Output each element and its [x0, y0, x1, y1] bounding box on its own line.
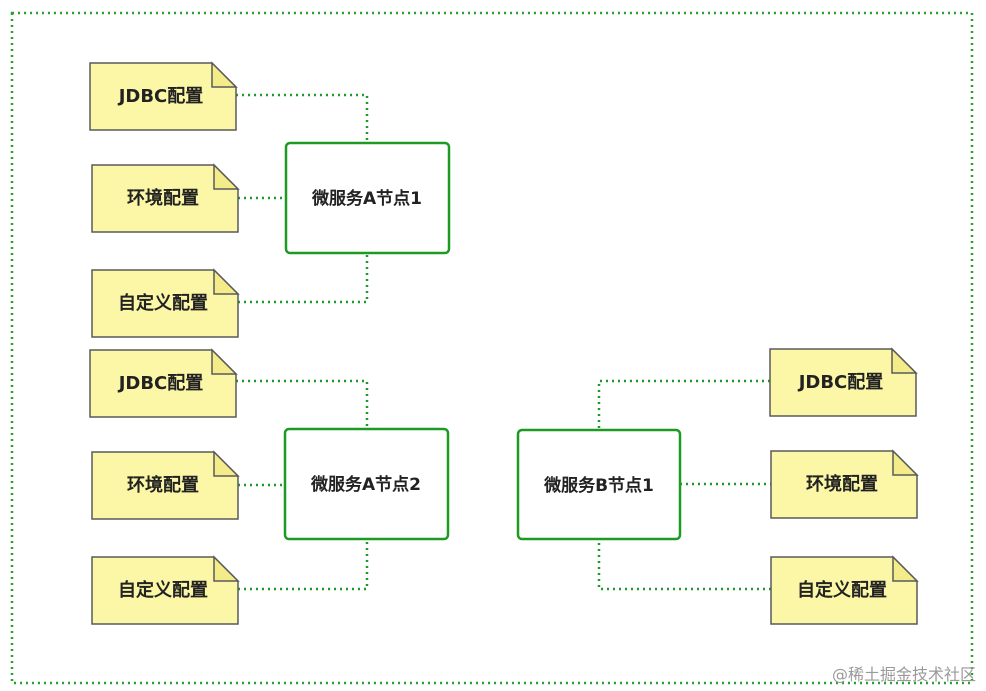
node-label: 微服务A节点1: [311, 188, 422, 209]
config-note-env: 环境配置: [770, 449, 919, 519]
config-note-label: 环境配置: [127, 474, 199, 496]
node-service-a1: 微服务A节点1: [284, 141, 451, 255]
config-note-jdbc: JDBC配置: [89, 348, 238, 418]
link-b1-jdbc: [597, 379, 770, 430]
config-note-label: 自定义配置: [118, 292, 208, 314]
link-a1-custom: [238, 253, 369, 304]
node-service-b1: 微服务B节点1: [516, 428, 682, 541]
config-note-label: 自定义配置: [118, 579, 208, 601]
config-note-label: 自定义配置: [797, 579, 887, 601]
config-note-label: 环境配置: [127, 187, 199, 209]
watermark-text: @稀土掘金技术社区: [832, 665, 976, 684]
config-note-label: JDBC配置: [117, 86, 204, 107]
group-b1: JDBC配置 环境配置 自定义配置 微服务B节点1: [516, 347, 919, 625]
group-a2: JDBC配置 环境配置 自定义配置 微服务A节点2: [89, 348, 450, 625]
outer-frame: [10, 11, 974, 685]
node-service-a2: 微服务A节点2: [283, 427, 450, 541]
link-a1-jdbc: [236, 93, 369, 143]
config-note-label: JDBC配置: [117, 373, 204, 394]
config-note-jdbc: JDBC配置: [769, 347, 918, 417]
group-a1: JDBC配置 环境配置 自定义配置 微服务A节点1: [89, 61, 451, 338]
link-b1-custom: [597, 539, 771, 591]
config-note-env: 环境配置: [91, 163, 240, 233]
config-note-custom: 自定义配置: [91, 268, 240, 338]
config-note-custom: 自定义配置: [770, 555, 919, 625]
config-note-jdbc: JDBC配置: [89, 61, 238, 131]
node-label: 微服务B节点1: [543, 475, 654, 496]
config-note-label: 环境配置: [806, 473, 878, 495]
node-label: 微服务A节点2: [310, 474, 421, 495]
config-note-label: JDBC配置: [797, 372, 884, 393]
link-a2-jdbc: [236, 379, 369, 429]
link-a2-custom: [238, 539, 369, 591]
config-note-env: 环境配置: [91, 450, 240, 520]
config-note-custom: 自定义配置: [91, 555, 240, 625]
